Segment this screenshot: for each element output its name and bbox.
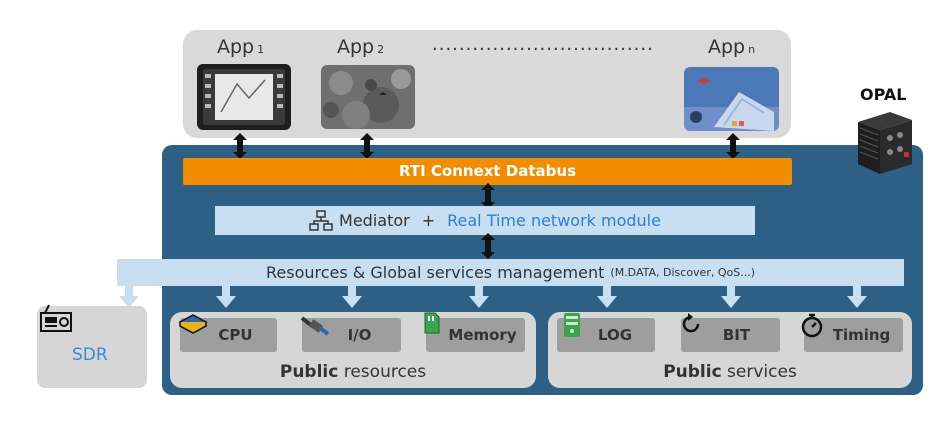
network-module-label: Real Time network module [447,211,661,230]
refresh-icon [682,313,700,333]
memory-label: Memory [448,326,517,344]
app-n-3d-view-image [684,67,779,131]
double-arrow-icon [360,133,374,159]
sdr-label: SDR [72,345,108,365]
down-arrow-icon [469,286,489,308]
io-label: I/O [347,326,372,344]
memory-card-icon [424,312,440,334]
double-arrow-icon [481,233,495,259]
public-resources-label: Public resources [279,362,427,382]
app-1-cockpit-display-image [197,64,291,130]
bit-label: BIT [722,326,751,344]
down-arrow-icon [342,286,362,308]
cpu-label: CPU [218,326,253,344]
down-arrow-icon [721,286,741,308]
down-arrow-icon [847,286,867,308]
log-label: LOG [597,326,633,344]
cpu-icon [178,314,208,334]
stopwatch-icon [801,313,823,338]
connector-icon [300,316,330,336]
double-arrow-icon [481,183,495,209]
down-arrow-icon [597,286,617,308]
down-arrow-icon [216,286,236,308]
server-icon [564,313,580,337]
double-arrow-icon [726,133,740,159]
apps-ellipsis: ................................. [432,34,654,55]
mediator-label: Mediator [339,211,410,230]
mediator-plus: + [421,211,436,230]
resources-management-label: Resources & Global services management [266,263,605,282]
memory-chip: Memory [424,312,525,352]
bit-chip: BIT [681,313,780,352]
log-chip: LOG [557,313,655,352]
double-arrow-icon [233,133,247,159]
timing-chip: Timing [801,313,903,352]
opal-hardware-image [858,112,912,174]
resources-management-detail: (M.DATA, Discover, QoS...) [610,266,755,279]
public-services-label: Public services [663,362,797,382]
opal-label: OPAL [860,85,907,104]
io-chip: I/O [300,316,401,352]
mediator-bar: Mediator + Real Time network module [215,206,755,235]
databus-bar: RTI Connext Databus [183,158,792,185]
cpu-chip: CPU [178,314,277,352]
radio-icon [40,304,72,332]
down-arrow-icon [119,286,139,308]
network-icon [309,209,333,231]
app-2-terrain-image [321,65,415,129]
resources-management-bar: Resources & Global services management (… [117,259,904,286]
timing-label: Timing [832,326,891,344]
